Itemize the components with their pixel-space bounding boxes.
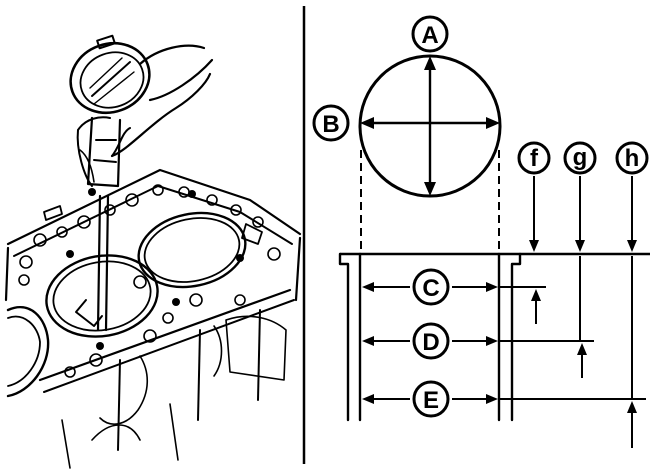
label-f-text: f [530, 145, 539, 172]
label-c-text: C [422, 275, 439, 302]
depth-indicators [529, 176, 637, 448]
cylinder-block-illustration [4, 168, 302, 469]
label-d: D [412, 322, 450, 360]
label-a-text: A [421, 22, 438, 49]
label-f: f [517, 141, 551, 175]
label-g: g [563, 141, 597, 175]
label-c: C [412, 268, 450, 306]
label-g-text: g [573, 144, 588, 171]
cylinder-wall-section [338, 252, 650, 422]
label-h-text: h [625, 145, 640, 172]
label-h: h [615, 141, 649, 175]
label-b: B [312, 104, 350, 142]
label-b-text: B [322, 111, 339, 138]
label-e: E [412, 380, 450, 418]
label-a: A [411, 15, 449, 53]
dial-bore-gauge-icon [69, 34, 214, 332]
measurement-arrows [362, 282, 498, 404]
label-d-text: D [422, 329, 439, 356]
block-holes [18, 184, 281, 378]
label-e-text: E [423, 387, 439, 414]
bore-cross-section-circle [358, 54, 502, 254]
